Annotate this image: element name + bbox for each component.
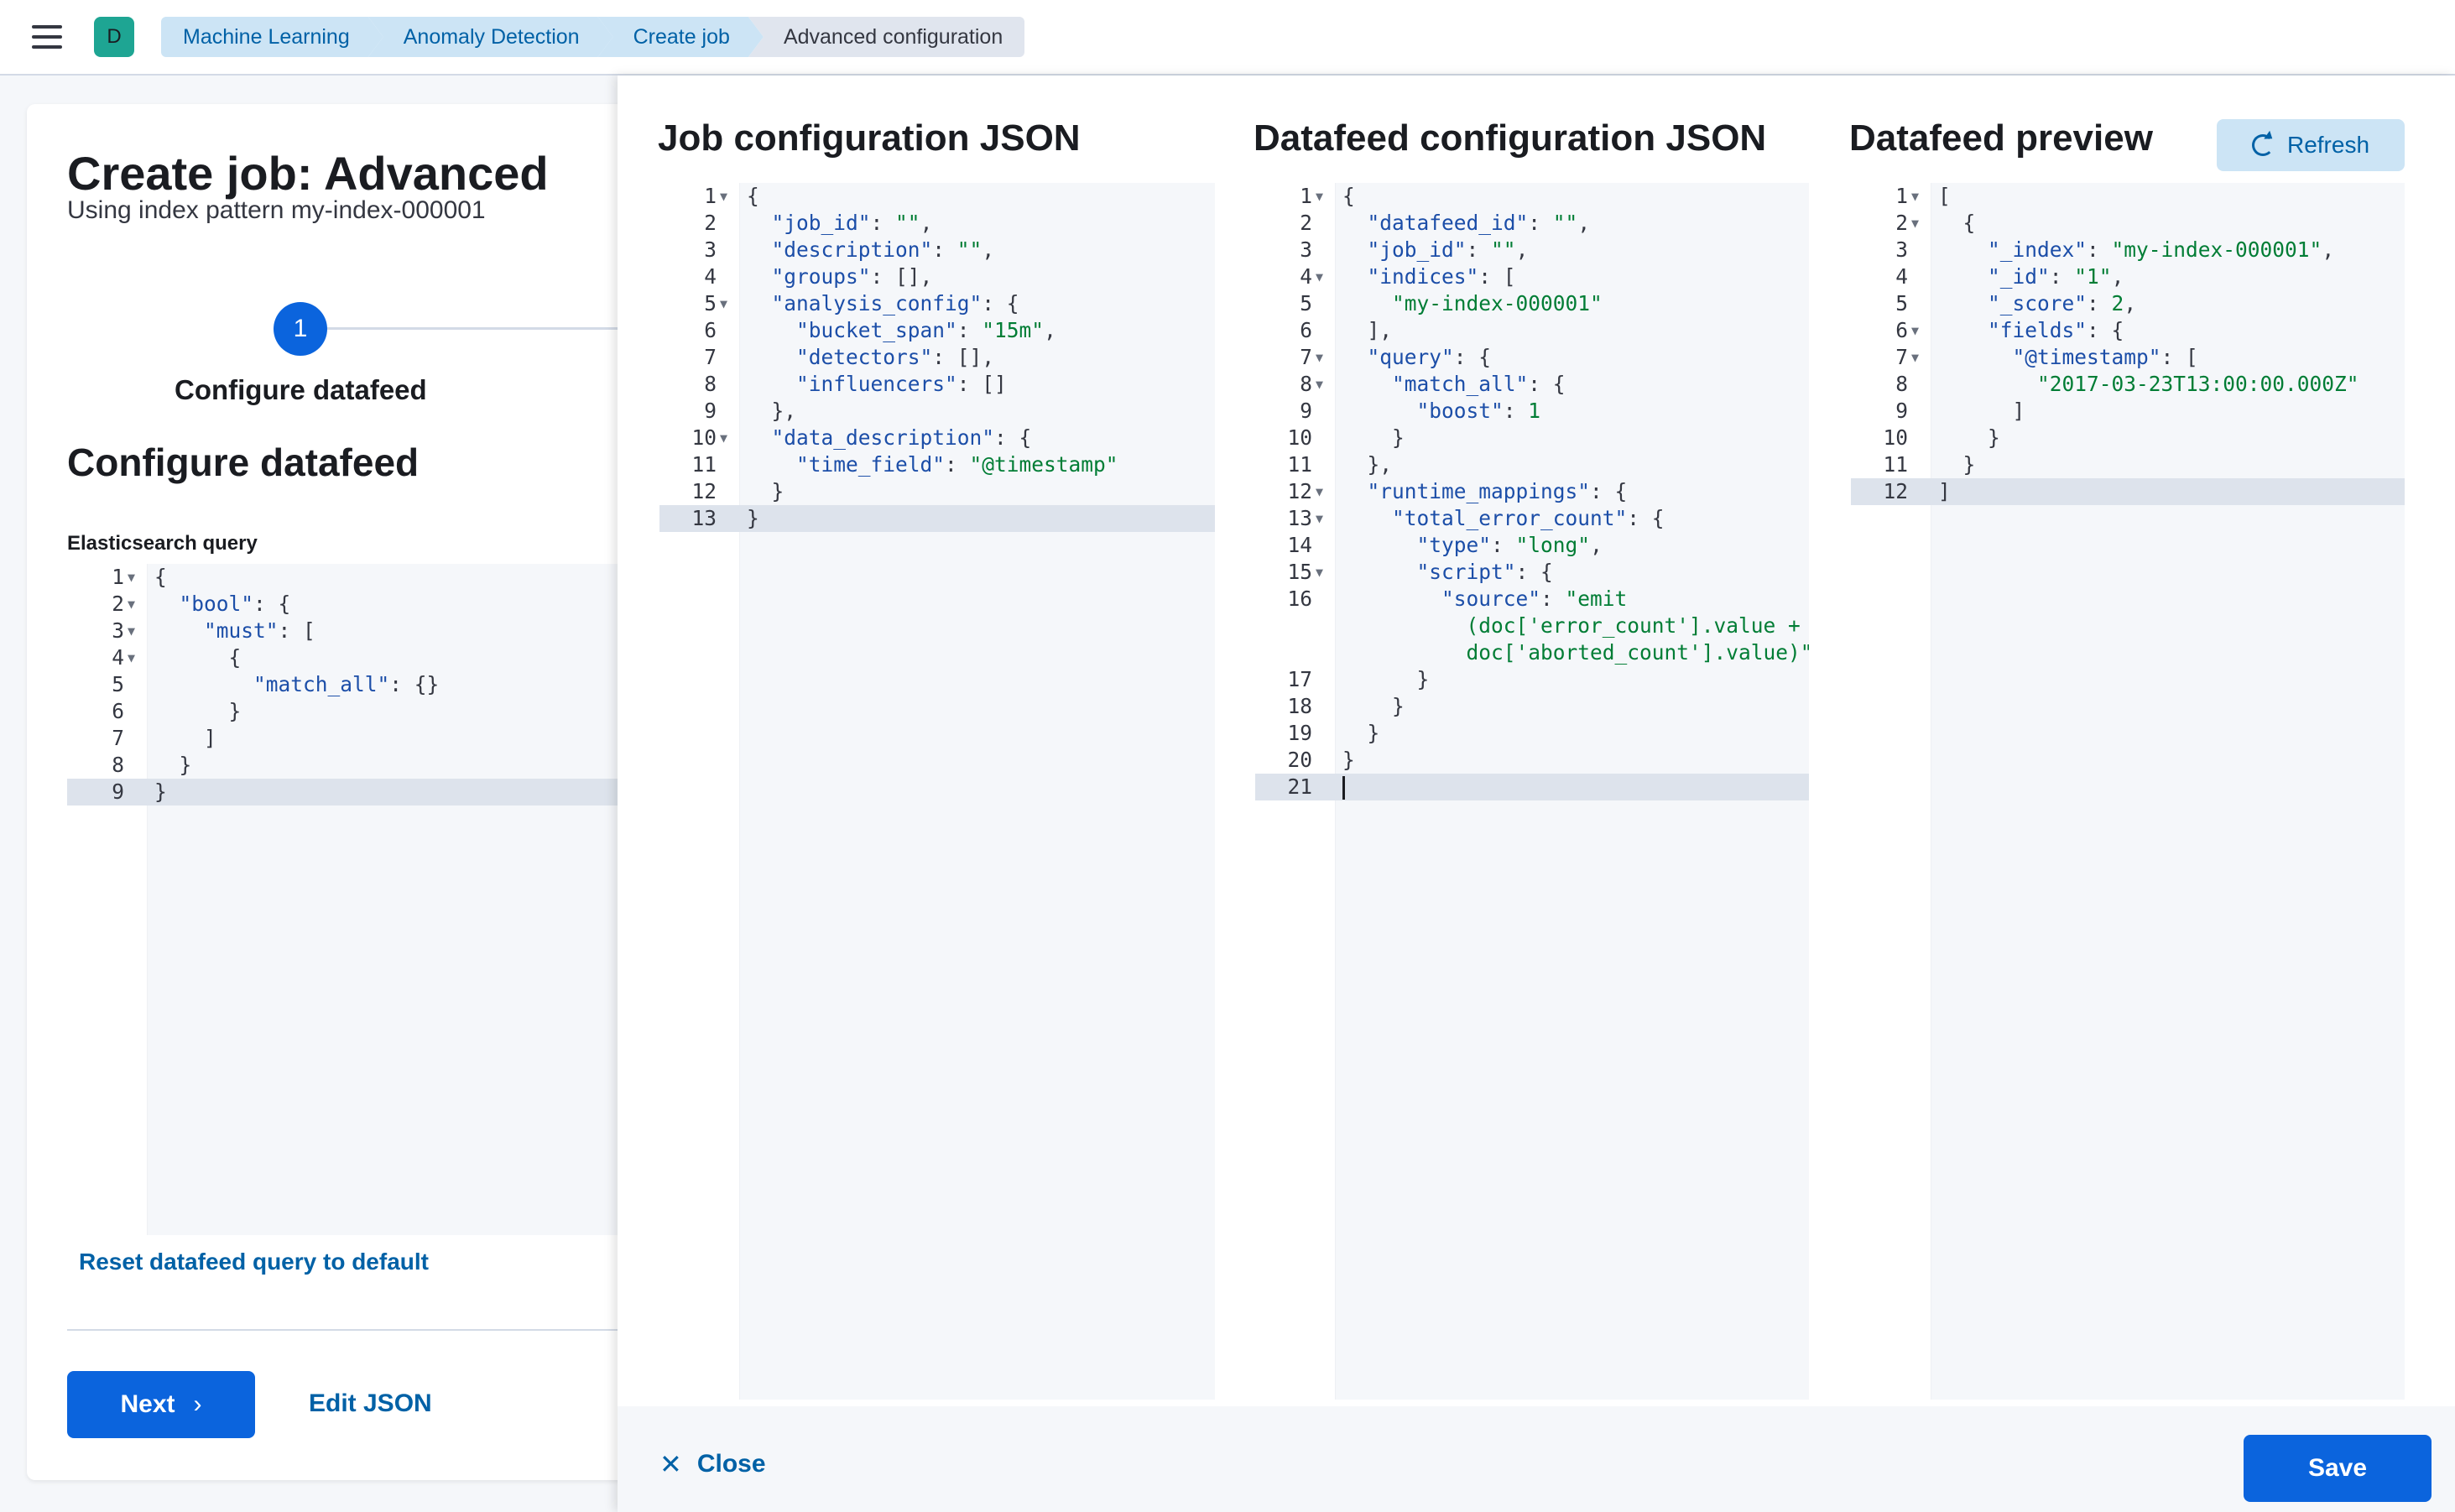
query-label: Elasticsearch query (67, 532, 258, 555)
divider (67, 1329, 665, 1331)
page-subtitle: Using index pattern my-index-000001 (67, 196, 486, 224)
step-number[interactable]: 1 (274, 302, 327, 356)
refresh-button[interactable]: Refresh (2217, 119, 2405, 171)
next-label: Next (120, 1390, 175, 1418)
job-config-editor[interactable]: 1▼{ 2 "job_id": "", 3 "description": "",… (659, 183, 1215, 1400)
step-connector (327, 327, 665, 330)
breadcrumb: Machine Learning Anomaly Detection Creat… (161, 17, 1025, 57)
space-avatar[interactable]: D (94, 17, 134, 57)
datafeed-config-editor[interactable]: 1▼{ 2 "datafeed_id": "", 3 "job_id": "",… (1255, 183, 1809, 1400)
breadcrumb-machine-learning[interactable]: Machine Learning (161, 17, 383, 57)
hamburger-icon[interactable] (32, 25, 62, 49)
advanced-config-flyout: Job configuration JSON 1▼{ 2 "job_id": "… (618, 76, 2455, 1512)
elasticsearch-query-editor[interactable]: 1▼{ 2▼ "bool": { 3▼ "must": [ 4▼ { 5 "ma… (67, 564, 665, 1235)
breadcrumb-advanced-configuration: Advanced configuration (748, 17, 1025, 57)
cross-icon: ✕ (659, 1449, 682, 1479)
datafeed-preview-editor[interactable]: 1▼[ 2▼ { 3 "_index": "my-index-000001", … (1851, 183, 2405, 1400)
next-button[interactable]: Next › (67, 1371, 255, 1438)
close-button[interactable]: ✕ Close (659, 1450, 766, 1478)
app-header: D Machine Learning Anomaly Detection Cre… (0, 0, 2455, 76)
save-button[interactable]: Save (2244, 1435, 2432, 1502)
chevron-right-icon: › (193, 1390, 202, 1418)
datafeed-config-title: Datafeed configuration JSON (1254, 117, 1767, 159)
refresh-label: Refresh (2286, 132, 2370, 158)
job-wizard-panel: Create job: Advanced Using index pattern… (27, 104, 665, 1480)
breadcrumb-create-job[interactable]: Create job (598, 17, 764, 57)
refresh-icon (2251, 134, 2274, 156)
flyout-footer (618, 1406, 2455, 1512)
reset-query-link[interactable]: Reset datafeed query to default (79, 1249, 429, 1275)
close-label: Close (696, 1450, 766, 1478)
job-config-title: Job configuration JSON (658, 117, 1081, 159)
datafeed-preview-title: Datafeed preview (1849, 117, 2153, 159)
section-title: Configure datafeed (67, 441, 420, 484)
step-label: Configure datafeed (175, 374, 427, 405)
page-title: Create job: Advanced (67, 147, 549, 200)
edit-json-button[interactable]: Edit JSON (309, 1389, 432, 1417)
breadcrumb-anomaly-detection[interactable]: Anomaly Detection (368, 17, 613, 57)
